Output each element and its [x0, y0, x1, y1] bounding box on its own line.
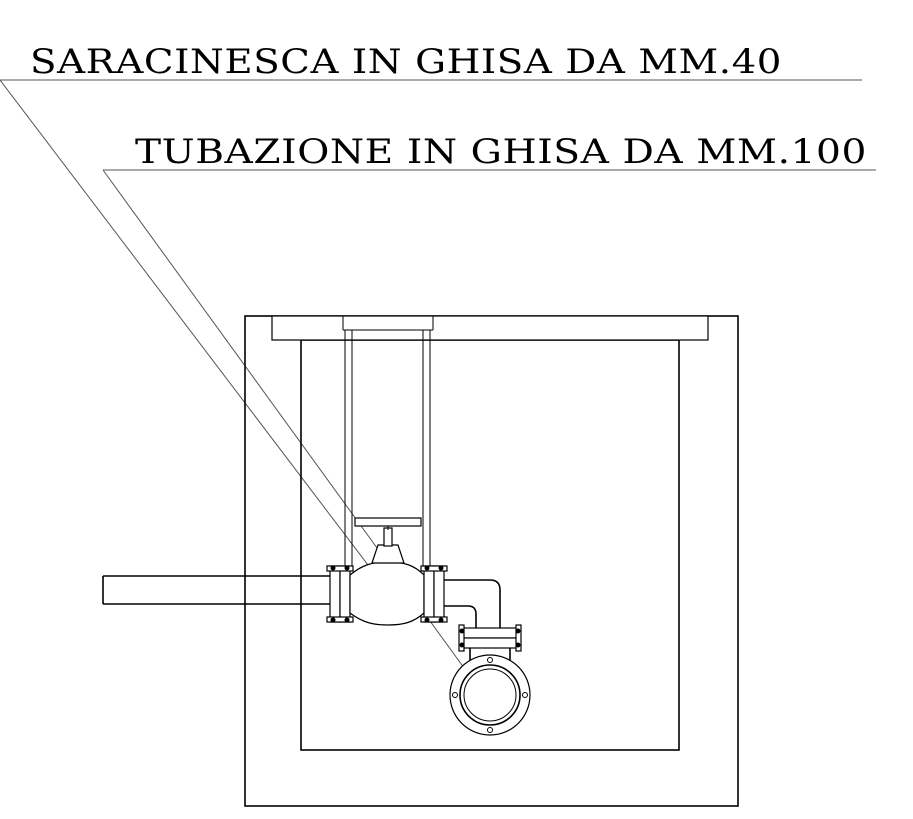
- valve-body: [349, 561, 425, 626]
- bend-pipe: [444, 579, 501, 628]
- operating-rods: [344, 330, 431, 568]
- pipe-label-group: TUBAZIONE IN GHISA DA MM.100: [102, 132, 876, 691]
- outlet-pipe-outer: [459, 664, 521, 726]
- left-flange: [326, 565, 354, 623]
- lower-flange: [458, 624, 522, 652]
- gate-valve: [349, 517, 425, 626]
- chamber: [244, 315, 739, 807]
- outlet-flange-outer: [449, 654, 531, 736]
- inlet-pipe: [102, 575, 330, 605]
- valve-stem: [383, 527, 393, 547]
- outlet-pipe-section: [449, 654, 531, 736]
- valve-leader-line: [0, 79, 391, 595]
- valve-bonnet: [371, 544, 405, 564]
- valve-label-group: SARACINESCA IN GHISA DA MM.40: [0, 42, 862, 595]
- valve-handwheel: [354, 517, 422, 527]
- pipe-label: TUBAZIONE IN GHISA DA MM.100: [135, 132, 867, 172]
- cover-slab: [271, 315, 709, 341]
- right-flange: [420, 565, 448, 623]
- valve-label: SARACINESCA IN GHISA DA MM.40: [30, 42, 782, 82]
- outlet-pipe-inner: [463, 668, 517, 722]
